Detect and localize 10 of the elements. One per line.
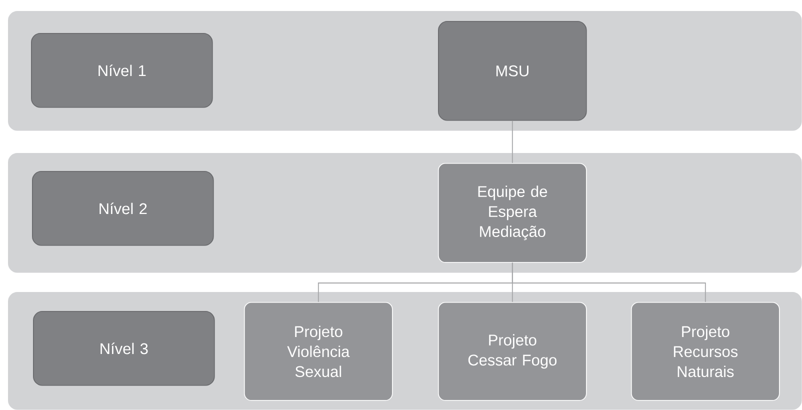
level-box: Nível 2 bbox=[32, 171, 214, 246]
level-box: Nível 3 bbox=[33, 311, 215, 386]
connector-line bbox=[512, 262, 706, 302]
level-box: Nível 1 bbox=[31, 33, 213, 108]
project-box: Projeto Cessar Fogo bbox=[438, 302, 587, 401]
connector-line bbox=[512, 120, 513, 164]
project-box: Projeto Recursos Naturais bbox=[631, 302, 780, 401]
unit-box: MSU bbox=[438, 21, 587, 121]
team-box: Equipe de Espera Mediação bbox=[438, 163, 587, 263]
project-box: Projeto Violência Sexual bbox=[244, 302, 393, 401]
